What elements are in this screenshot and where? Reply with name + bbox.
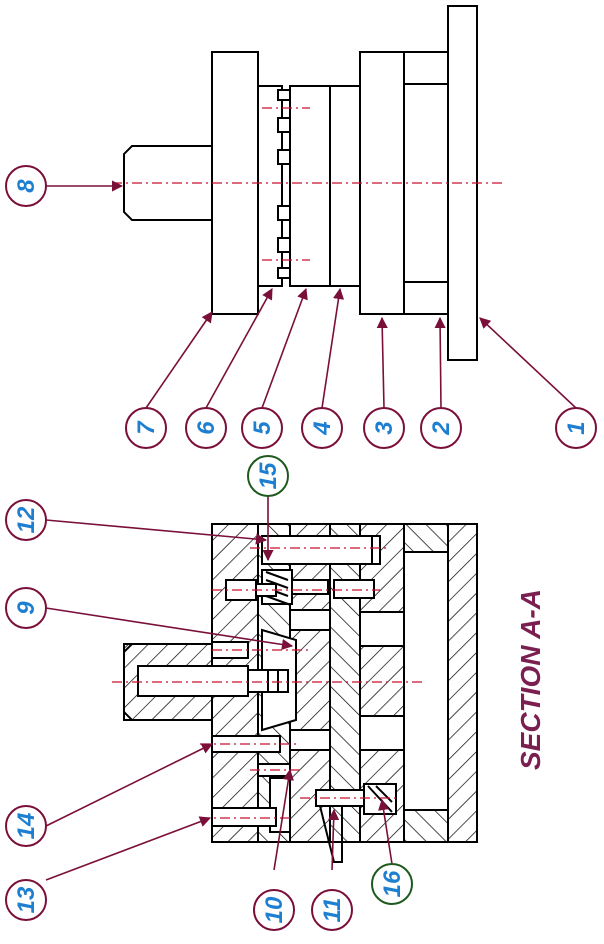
- svg-text:2: 2: [428, 421, 455, 436]
- part-6-backing: [257, 85, 283, 287]
- balloon-5: 5: [241, 407, 283, 449]
- part-13-screw: [211, 807, 277, 827]
- balloon-16: 16: [371, 863, 413, 905]
- balloon-7: 7: [125, 407, 167, 449]
- svg-text:16: 16: [379, 870, 406, 897]
- svg-text:11: 11: [319, 898, 346, 923]
- balloon-3: 3: [363, 407, 405, 449]
- svg-text:10: 10: [261, 896, 288, 923]
- balloon-12: 12: [5, 499, 47, 541]
- svg-text:8: 8: [13, 179, 40, 193]
- part-4-stripper: [329, 85, 361, 287]
- svg-text:9: 9: [13, 601, 40, 615]
- svg-text:14: 14: [13, 813, 40, 840]
- svg-text:13: 13: [13, 886, 40, 913]
- svg-text:7: 7: [133, 420, 160, 435]
- section-title: SECTION A-A: [515, 589, 546, 770]
- svg-text:15: 15: [255, 462, 282, 489]
- balloon-4: 4: [301, 407, 343, 449]
- bolt-heads: [277, 89, 291, 279]
- exterior-view: [112, 5, 505, 361]
- svg-text:12: 12: [13, 506, 40, 533]
- balloon-15: 15: [247, 455, 289, 497]
- svg-text:6: 6: [193, 421, 220, 435]
- balloon-13: 13: [5, 879, 47, 921]
- balloon-11: 11: [311, 889, 353, 931]
- part-5-punch-holder: [289, 85, 331, 287]
- svg-text:5: 5: [249, 421, 276, 435]
- balloon-2: 2: [420, 407, 462, 449]
- balloon-10: 10: [253, 889, 295, 931]
- svg-text:1: 1: [563, 421, 590, 434]
- balloon-6: 6: [185, 407, 227, 449]
- guide-post: [261, 535, 379, 565]
- section-view: [112, 523, 478, 863]
- balloon-9: 9: [5, 587, 47, 629]
- section-base-plate: [447, 523, 478, 843]
- section-riser: [403, 523, 449, 843]
- balloon-1: 1: [555, 407, 597, 449]
- svg-text:4: 4: [309, 421, 336, 435]
- balloon-14: 14: [5, 805, 47, 847]
- leader-lines: [45, 180, 577, 881]
- balloon-8: 8: [5, 165, 47, 207]
- svg-text:3: 3: [371, 421, 398, 435]
